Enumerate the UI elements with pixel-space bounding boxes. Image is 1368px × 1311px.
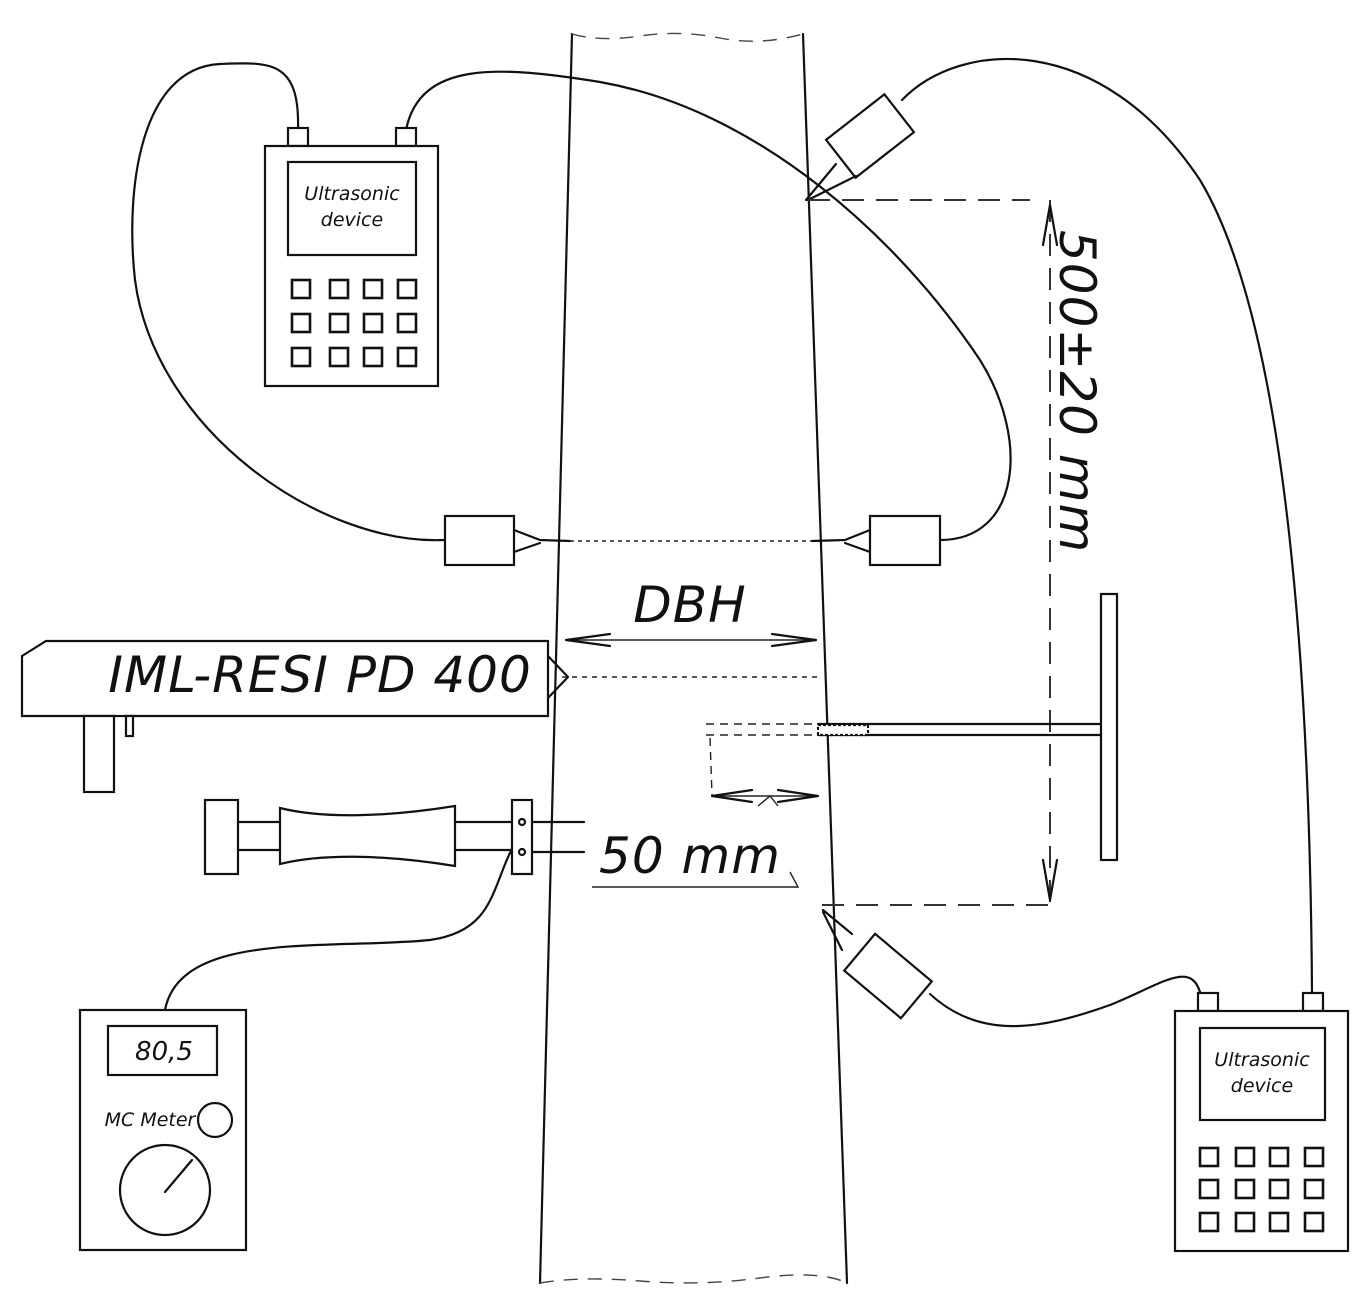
meter-display bbox=[106, 1024, 219, 1077]
tree-trunk bbox=[538, 32, 849, 1285]
resi-label: IML-RESI PD 400 bbox=[108, 646, 532, 704]
meter-label: MC Meter bbox=[105, 1109, 197, 1131]
device-label-line2: device bbox=[1231, 1075, 1293, 1097]
device-label-line2: device bbox=[321, 209, 383, 231]
keypad bbox=[290, 278, 418, 368]
meter-dial bbox=[118, 1143, 212, 1237]
depth-dimension-label: 50 mm bbox=[599, 827, 781, 885]
connector bbox=[1196, 991, 1220, 1013]
guide-lines bbox=[562, 199, 1052, 906]
lcd-screen bbox=[1198, 1026, 1327, 1122]
connector bbox=[286, 126, 310, 148]
depth-dimension: 50 mm bbox=[592, 788, 820, 888]
transducer-right-mid bbox=[810, 514, 942, 567]
increment-borer bbox=[706, 592, 1119, 862]
keypad bbox=[1198, 1146, 1325, 1233]
meter-button bbox=[196, 1101, 234, 1139]
device-label-line1: Ultrasonic bbox=[304, 183, 400, 205]
moisture-probe bbox=[203, 798, 586, 876]
ultrasonic-device-right: Ultrasonic device bbox=[1173, 991, 1350, 1253]
dbh-dimension: DBH bbox=[564, 576, 818, 648]
transducer-top-right bbox=[804, 92, 916, 202]
cables bbox=[131, 57, 1314, 1028]
moisture-meter: 80,5 MC Meter bbox=[78, 1008, 248, 1252]
height-dimension-label: 500±20 mm bbox=[1048, 230, 1106, 553]
lcd-screen bbox=[286, 160, 418, 257]
drill-handle bbox=[82, 714, 116, 794]
iml-resi-drill: IML-RESI PD 400 bbox=[20, 639, 570, 794]
connector bbox=[1301, 991, 1325, 1013]
height-dimension: 500±20 mm bbox=[1041, 200, 1106, 905]
device-label-line1: Ultrasonic bbox=[1214, 1049, 1310, 1071]
meter-reading: 80,5 bbox=[135, 1037, 193, 1067]
dbh-label: DBH bbox=[633, 576, 746, 634]
transducer-bottom-right bbox=[821, 908, 934, 1020]
ultrasonic-device-left: Ultrasonic device bbox=[263, 126, 440, 388]
connector bbox=[394, 126, 418, 148]
transducer-left-mid bbox=[443, 514, 572, 567]
